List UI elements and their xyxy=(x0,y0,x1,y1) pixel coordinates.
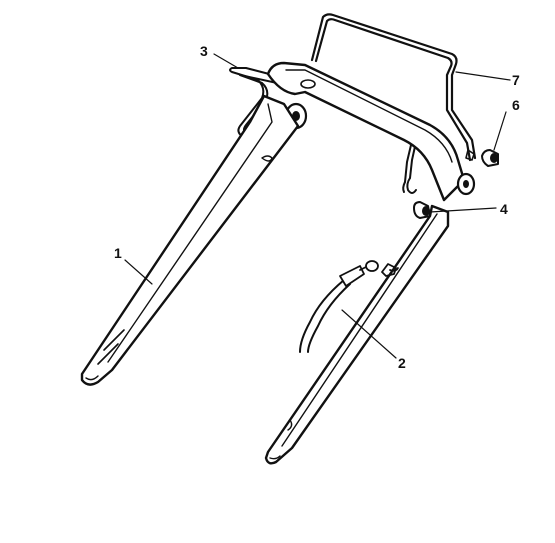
part-6-cable-nipple xyxy=(481,149,499,167)
callout-7: 7 xyxy=(512,72,520,88)
right-lower-handle xyxy=(264,204,450,465)
callout-6: 6 xyxy=(512,97,520,113)
part-7-bail-wire xyxy=(310,13,477,162)
part-4-cable-nipple xyxy=(413,201,431,219)
callout-4: 4 xyxy=(500,201,508,217)
callout-2: 2 xyxy=(398,355,406,371)
upper-handle-crossbar xyxy=(266,61,476,202)
callout-1: 1 xyxy=(114,245,122,261)
leader-lines xyxy=(124,53,511,359)
callout-3: 3 xyxy=(200,43,208,59)
part-2-bowden-cable xyxy=(299,260,399,353)
part-1-left-lower-handle xyxy=(80,94,300,386)
